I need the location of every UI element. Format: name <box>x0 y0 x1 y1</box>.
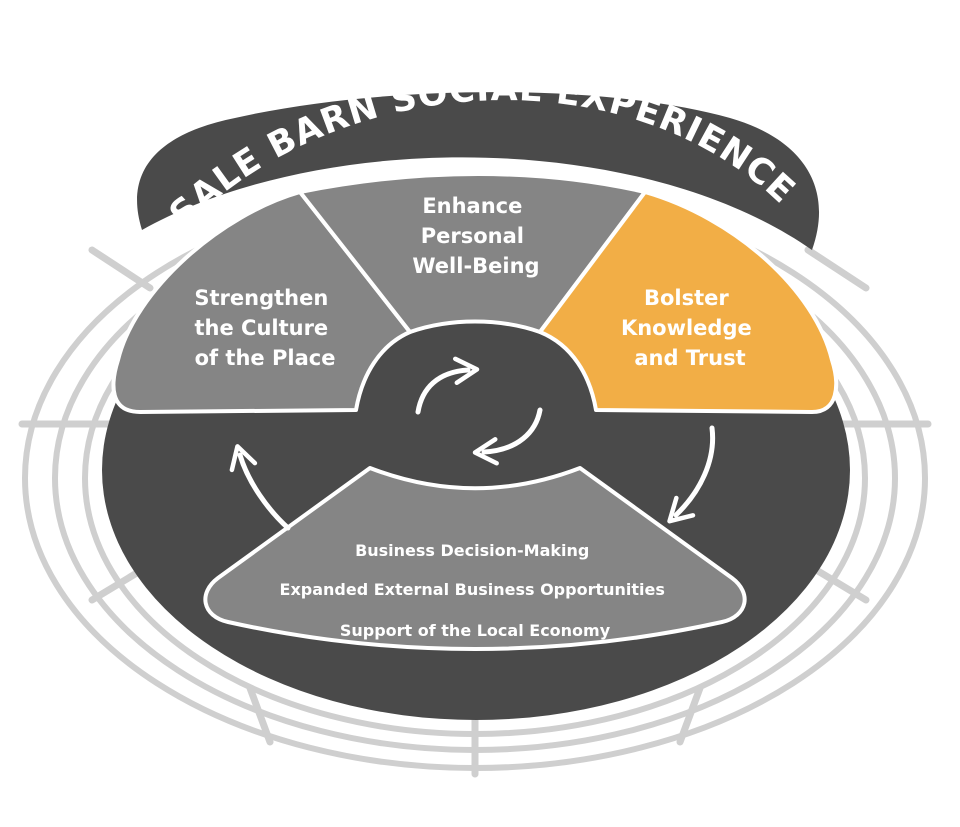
segment-knowledge <box>538 190 839 414</box>
segment-culture <box>111 190 412 414</box>
segment-culture-label: Strengthen the Culture of the Place <box>194 286 335 370</box>
title-band <box>137 92 820 250</box>
flow-arrow-icon <box>667 425 716 524</box>
outcome-item: Support of the Local Economy <box>340 621 611 640</box>
outcome-item: Expanded External Business Opportunities <box>280 580 665 599</box>
segment-knowledge-label: Bolster Knowledge and Trust <box>621 286 759 370</box>
outcome-item: Business Decision-Making <box>355 541 589 560</box>
outcomes-list: Business Decision-Making Expanded Extern… <box>280 541 671 640</box>
cycle-arrow-icon <box>415 356 480 415</box>
segment-wellbeing <box>298 172 647 334</box>
flow-arrow-icon <box>229 444 291 531</box>
segment-wellbeing-label: Enhance Personal Well-Being <box>412 194 539 278</box>
segment-outcomes <box>203 466 747 651</box>
cycle-arrow-icon <box>472 407 543 466</box>
